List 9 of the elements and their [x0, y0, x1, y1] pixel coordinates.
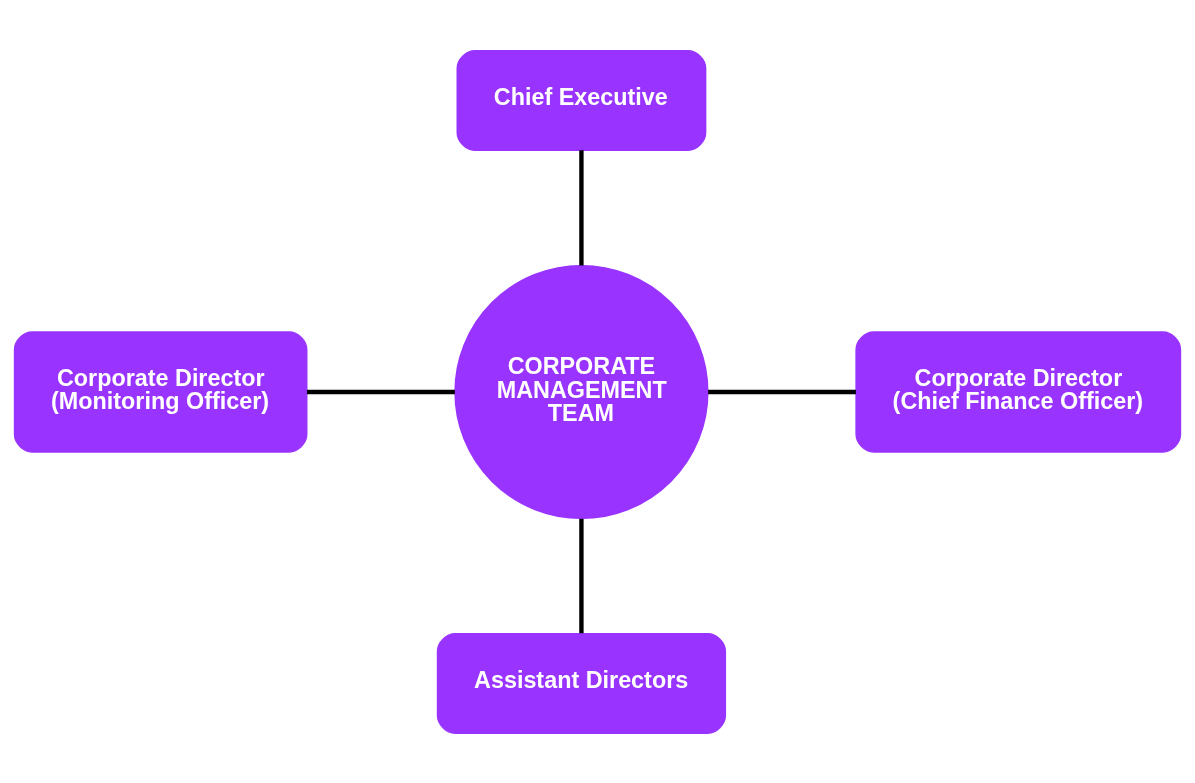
connector — [708, 389, 856, 394]
node-box: Corporate Director (Chief Finance Officer) — [855, 330, 1182, 453]
node-box: Corporate Director (Monitoring Officer) — [13, 330, 308, 453]
node-box: Assistant Directors — [436, 632, 727, 734]
connector — [579, 149, 584, 265]
node-circle: CORPORATE MANAGEMENT TEAM — [454, 264, 709, 519]
connector — [306, 389, 455, 394]
connector — [579, 518, 584, 633]
node-box: Chief Executive — [456, 49, 707, 151]
